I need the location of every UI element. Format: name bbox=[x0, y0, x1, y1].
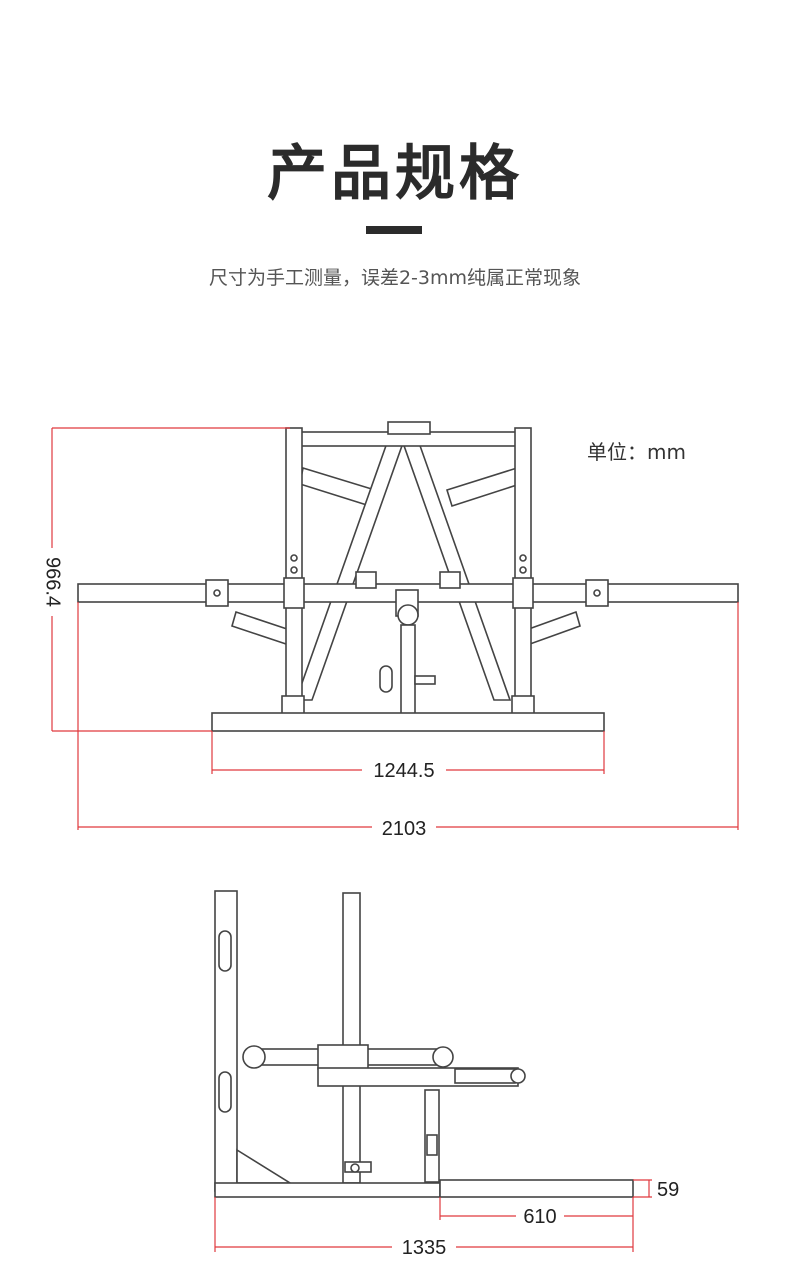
dim-platform-depth-label: 610 bbox=[523, 1206, 556, 1228]
dim-overall-depth-label: 1335 bbox=[402, 1237, 447, 1259]
unit-label: 单位：mm bbox=[587, 440, 686, 464]
front-view-drawing bbox=[77, 421, 739, 732]
page-title: 产品规格 bbox=[267, 139, 523, 209]
page-subtitle: 尺寸为手工测量，误差2-3mm纯属正常现象 bbox=[208, 267, 582, 289]
side-view-dimensions bbox=[214, 1179, 652, 1252]
dim-height-label: 966.4 bbox=[42, 557, 64, 607]
title-underline bbox=[366, 226, 422, 234]
dim-platform-height-label: 59 bbox=[657, 1179, 679, 1201]
dim-overall-width-label: 2103 bbox=[382, 818, 427, 840]
side-view-drawing bbox=[214, 890, 634, 1198]
dim-base-width-label: 1244.5 bbox=[373, 760, 434, 782]
front-view-dimensions bbox=[51, 427, 739, 830]
